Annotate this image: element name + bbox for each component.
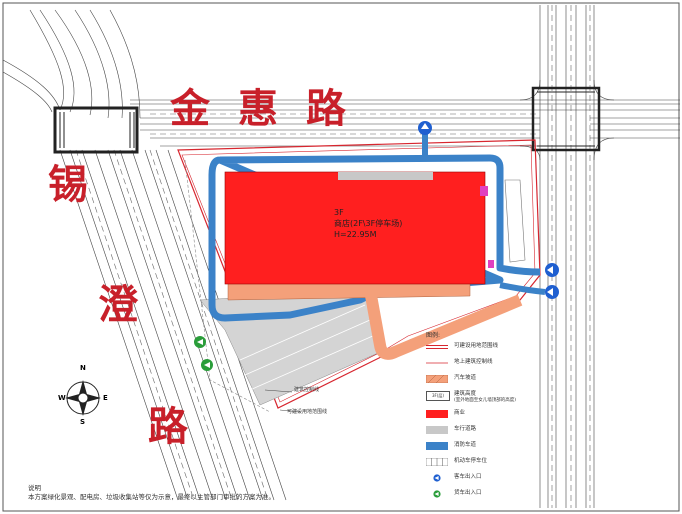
entrance-car-east-1 — [545, 263, 559, 277]
building-use: 商店(2F\3F停车场) — [334, 219, 403, 228]
legend-label: 商业 — [454, 410, 466, 416]
intersections — [53, 86, 601, 154]
building-control-line — [181, 144, 536, 403]
legend-label: 汽车坡道 — [454, 375, 477, 381]
fire-lane-east-exit — [499, 282, 546, 295]
legend-item: 车行道路 — [424, 426, 664, 438]
east-strip — [504, 179, 526, 263]
entrance-truck-2 — [201, 359, 213, 371]
service-marker-2 — [488, 260, 494, 268]
legend-label: 货车出入口 — [454, 490, 482, 496]
legend-label: 车行道路 — [454, 426, 477, 432]
compass-s: S — [80, 418, 86, 426]
parking-symbol-icon — [426, 458, 448, 466]
legend-item: 消防车道 — [424, 442, 664, 454]
legend-title: 图例: — [426, 332, 441, 339]
legend-sublabel: (室外地面至女儿墙顶部的高度) — [454, 398, 517, 403]
compass-w: W — [58, 394, 66, 402]
legend-item: 机动车停车位 — [424, 458, 664, 470]
west-road-char-1: 锡 — [48, 162, 88, 208]
west-setback — [184, 159, 271, 413]
parking-stalls — [239, 304, 376, 391]
legend-item: 3F(层) 建筑高度 (室外地面至女儿墙顶部的高度) — [424, 391, 664, 407]
fire-lane-symbol-icon — [426, 442, 448, 450]
commercial-building — [224, 171, 486, 285]
parking-lot — [199, 289, 386, 406]
service-marker-1 — [480, 186, 488, 196]
legend-label: 建筑高度 — [454, 391, 477, 397]
car-entrance-icon — [433, 474, 441, 482]
control-line-symbol-icon — [426, 362, 448, 364]
entrance-truck-1 — [194, 336, 206, 348]
building-height: H=22.95M — [334, 230, 377, 239]
entrance-car-north — [418, 121, 432, 135]
legend-item: 客车出入口 — [424, 474, 664, 486]
legend-label: 机动车停车位 — [454, 458, 488, 464]
building-label: 3F 商店(2F\3F停车场) H=22.95M — [334, 207, 402, 240]
notes-title: 说明 — [28, 484, 41, 492]
control-line-label: 建筑控制线 — [294, 387, 320, 393]
compass-e: E — [103, 394, 108, 402]
building-floors: 3F — [334, 208, 344, 217]
west-road-char-3: 路 — [148, 404, 189, 450]
crosswalks — [59, 91, 595, 148]
entrance-car-east-2 — [545, 285, 559, 299]
legend-item: 汽车坡道 — [424, 375, 664, 387]
legend-item: 可建设用地范围线 — [424, 343, 664, 355]
legend-item: 货车出入口 — [424, 490, 664, 502]
roof-equipment — [338, 172, 433, 180]
notes-text: 本方案绿化景观、配电房、垃圾收集站等仅为示意，最终以主管部门审批的方案为准。 — [28, 493, 275, 501]
roadway-symbol-icon — [426, 426, 448, 434]
notes: 说明 本方案绿化景观、配电房、垃圾收集站等仅为示意，最终以主管部门审批的方案为准… — [28, 484, 275, 502]
compass-n: N — [80, 364, 86, 372]
legend-label: 地上建筑控制线 — [454, 359, 493, 365]
north-arrow — [65, 380, 101, 416]
fire-lane — [208, 154, 541, 322]
south-ramp — [227, 281, 471, 301]
commercial-symbol-icon — [426, 410, 448, 418]
truck-entrance-icon — [433, 490, 441, 498]
north-road-name: 金惠路 — [169, 86, 374, 132]
ramp-symbol-icon — [426, 375, 448, 383]
boundary-label: 可建设用地范围线 — [287, 409, 328, 415]
height-symbol: 3F(层) — [426, 391, 450, 401]
east-ramp-loop — [364, 288, 523, 360]
boundary-symbol-icon — [426, 345, 448, 349]
legend-label: 可建设用地范围线 — [454, 343, 499, 349]
legend-item: 地上建筑控制线 — [424, 359, 664, 371]
legend-label: 客车出入口 — [454, 474, 482, 480]
legend-item: 商业 — [424, 410, 664, 422]
legend-label: 消防车道 — [454, 442, 477, 448]
west-road-char-2: 澄 — [98, 282, 139, 328]
